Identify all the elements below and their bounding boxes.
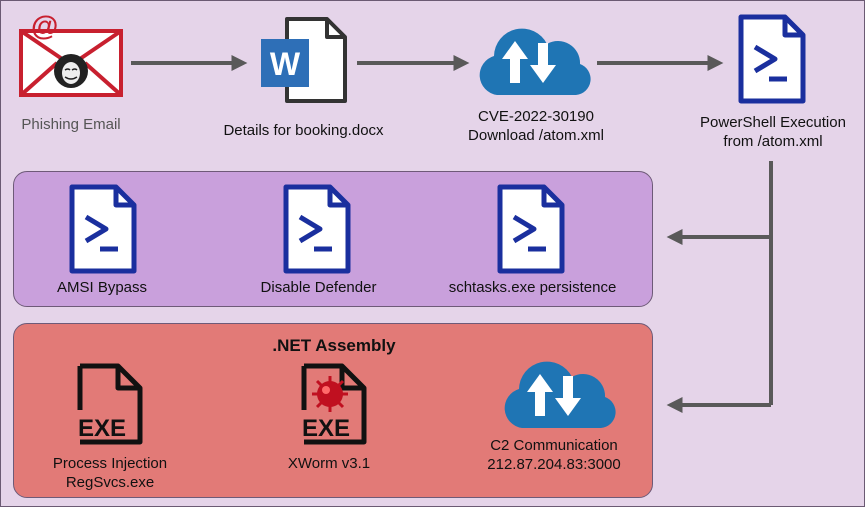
c2-cloud-icon [504, 361, 616, 428]
process-injection-exe-icon: EXE [77, 363, 143, 445]
xworm-exe-icon: EXE [301, 363, 367, 445]
phishing-email-icon: @ [19, 13, 123, 97]
schtasks-persistence-label: schtasks.exe persistence [448, 279, 617, 296]
amsi-powershell-icon [69, 184, 137, 274]
c2-label-line1: C2 Communication [490, 437, 618, 454]
at-symbol: @ [31, 13, 58, 41]
c2-label-line2: 212.87.204.83:3000 [487, 456, 621, 473]
exe-text: EXE [78, 415, 126, 442]
amsi-bypass-label: AMSI Bypass [56, 279, 148, 296]
word-letter: W [270, 46, 301, 82]
cve-label-line2: Download /atom.xml [468, 127, 604, 144]
defender-powershell-icon [283, 184, 351, 274]
xworm-label: XWorm v3.1 [287, 455, 371, 472]
net-assembly-panel: .NET Assembly EXE Process Injection RegS… [13, 323, 653, 498]
docx-label: Details for booking.docx [223, 122, 384, 139]
net-assembly-title: .NET Assembly [272, 336, 396, 355]
powershell-label-line1: PowerShell Execution [700, 114, 846, 131]
word-document-icon: W [261, 17, 347, 103]
schtasks-powershell-icon [497, 184, 565, 274]
cve-label-line1: CVE-2022-30190 [478, 108, 594, 125]
powershell-script-icon [738, 14, 806, 104]
phishing-email-label: Phishing Email [21, 116, 121, 133]
post-exploitation-panel: AMSI Bypass Disable Defender schtasks.ex… [13, 171, 653, 307]
exe-text: EXE [302, 415, 350, 442]
injection-label-line1: Process Injection [52, 455, 168, 472]
powershell-label-line2: from /atom.xml [723, 133, 823, 150]
disable-defender-label: Disable Defender [260, 279, 377, 296]
malware-virus-icon [312, 376, 348, 412]
injection-label-line2: RegSvcs.exe [65, 474, 155, 491]
download-cloud-icon [479, 28, 591, 95]
